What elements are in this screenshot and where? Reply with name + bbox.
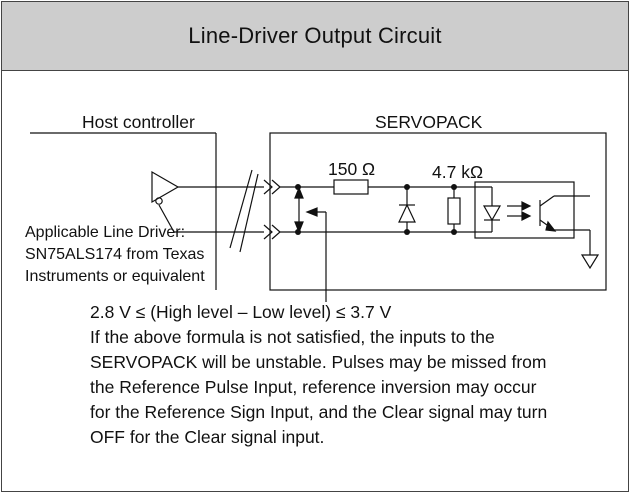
phototransistor-emitter-arrow <box>545 220 557 232</box>
diagram-title: Line-Driver Output Circuit <box>188 23 442 48</box>
phototransistor-collector <box>539 195 555 207</box>
formula-text: 2.8 V ≤ (High level – Low level) ≤ 3.7 V <box>90 302 392 322</box>
measure-arrow-head-top <box>294 186 304 199</box>
photocoupler-box <box>474 181 575 239</box>
servopack-box <box>269 132 607 291</box>
line-driver-note-line-2: SN75ALS174 from Texas <box>25 246 204 263</box>
junction-dot <box>404 229 410 235</box>
light-arrow-2-head <box>521 211 532 221</box>
measure-pointer-head <box>305 207 318 217</box>
line-driver-note-line-3: Instruments or equivalent <box>25 268 205 285</box>
note-line-2: SERVOPACK will be unstable. Pulses may b… <box>90 352 547 372</box>
connector-chevron-4 <box>271 224 281 240</box>
connector-chevron-2 <box>271 179 281 195</box>
circuit-diagram: Host controller SERVOPACK 150 Ω 4.7 kΩ A… <box>25 112 607 302</box>
host-controller-label: Host controller <box>82 112 195 132</box>
light-arrow-1-head <box>521 201 532 211</box>
note-line-5: OFF for the Clear signal input. <box>90 427 325 447</box>
pc-led-triangle <box>482 205 502 222</box>
line-driver-symbol <box>151 170 180 204</box>
resistor-4-7k <box>447 197 461 225</box>
connector-chevron-1 <box>263 179 273 195</box>
diode-triangle <box>398 203 416 223</box>
junction-dot <box>295 184 301 190</box>
junction-dot <box>451 229 457 235</box>
note-line-3: the Reference Pulse Input, reference inv… <box>90 377 537 397</box>
formula-note: 2.8 V ≤ (High level – Low level) ≤ 3.7 V… <box>90 300 620 450</box>
note-line-1: If the above formula is not satisfied, t… <box>90 327 495 347</box>
measure-arrow-head-bottom <box>294 221 304 234</box>
resistor-150-label: 150 Ω <box>328 159 375 179</box>
junction-dot <box>404 184 410 190</box>
junction-dot <box>451 184 457 190</box>
junction-dot <box>295 229 301 235</box>
servopack-label: SERVOPACK <box>375 112 483 132</box>
resistor-4-7k-label: 4.7 kΩ <box>432 162 483 182</box>
twisted-pair-2 <box>239 173 259 253</box>
resistor-150 <box>333 179 369 195</box>
twisted-pair-1 <box>229 169 253 249</box>
note-line-4: for the Reference Sign Input, and the Cl… <box>90 402 548 422</box>
ground-symbol <box>580 254 600 270</box>
line-driver-note-line-1: Applicable Line Driver: <box>25 224 185 241</box>
title-bar: Line-Driver Output Circuit <box>2 2 628 71</box>
connector-chevron-3 <box>263 224 273 240</box>
line-driver-inverter-bubble <box>155 197 163 205</box>
